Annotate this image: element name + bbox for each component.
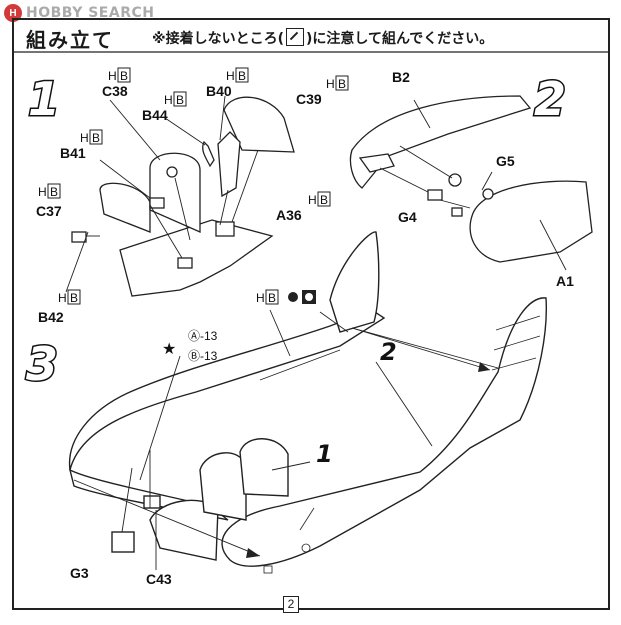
cockpit-floor-A36 <box>119 219 274 297</box>
svg-text:H: H <box>108 69 117 83</box>
svg-text:B: B <box>176 93 184 107</box>
svg-text:B: B <box>338 77 346 91</box>
label-B42: B42 <box>38 309 64 325</box>
step3-leader-lines <box>121 309 499 570</box>
svg-text:B: B <box>70 291 78 305</box>
hobby-search-watermark: H HOBBY SEARCH <box>4 3 154 23</box>
page-title: 組み立て <box>26 28 114 52</box>
fuselage-half-B2 <box>349 95 532 189</box>
ref-step-2: 2 <box>380 338 397 366</box>
header-bar: 組み立て ※接着しないところ( )に注意して組んでください。 <box>12 18 610 52</box>
assembly-arrows <box>73 327 491 558</box>
seat-armor-C37 <box>99 182 151 233</box>
seat-back-C38 <box>149 152 201 233</box>
seat-B40 <box>217 131 241 198</box>
fuselage-right-lower <box>221 297 547 567</box>
fuselage-assembly <box>68 231 547 567</box>
part-C43 <box>143 495 161 509</box>
fuselage-detail <box>358 153 395 173</box>
svg-text:B: B <box>50 185 58 199</box>
part-G4b <box>451 207 463 217</box>
seat-back-inner <box>199 452 247 521</box>
label-B41: B41 <box>60 145 86 161</box>
svg-text:H: H <box>58 291 67 305</box>
svg-text:B: B <box>238 69 246 83</box>
svg-text:H: H <box>80 131 89 145</box>
label-A1: A1 <box>556 273 574 289</box>
glue-note-suffix: )に注意して組んでください。 <box>306 31 494 47</box>
watermark-text: HOBBY SEARCH <box>26 5 155 21</box>
label-B2: B2 <box>392 69 410 85</box>
part-G4 <box>427 189 443 201</box>
part-G5-ring <box>482 188 494 200</box>
armor-inner <box>239 438 289 497</box>
label-B40: B40 <box>206 83 232 99</box>
star-icon: ★ <box>162 339 176 358</box>
tail-fin-left <box>329 231 380 333</box>
part-A36-mount <box>215 221 235 237</box>
nose-assembly <box>349 95 593 263</box>
label-C38: C38 <box>102 83 128 99</box>
label-G3: G3 <box>70 565 89 581</box>
paint-dots-icon <box>288 290 316 304</box>
label-G5: G5 <box>496 153 515 169</box>
step2-leader-lines <box>379 99 567 271</box>
svg-text:B: B <box>92 131 100 145</box>
hobby-search-logo-icon: H <box>4 4 22 22</box>
step3-panel-lines <box>259 311 541 574</box>
instruction-sheet <box>12 18 610 610</box>
svg-text:H: H <box>308 193 317 207</box>
glue-note-prefix: ※接着しないところ( <box>152 31 285 47</box>
glue-note: ※接着しないところ( )に注意して組んでください。 <box>152 28 493 48</box>
cockpit-floor-assembly <box>71 96 295 297</box>
step1-leader-lines <box>65 95 259 293</box>
no-glue-icon <box>286 28 305 46</box>
step-number-2: 2 <box>534 72 566 126</box>
part-B41 <box>149 197 165 209</box>
label-G4: G4 <box>398 209 417 225</box>
svg-text:H: H <box>256 291 265 305</box>
marker-b13: Ⓑ-13 <box>188 349 218 363</box>
svg-text:B: B <box>320 193 328 207</box>
svg-text:H: H <box>226 69 235 83</box>
svg-text:H: H <box>164 93 173 107</box>
marker-a13: Ⓐ-13 <box>188 329 218 343</box>
svg-text:H: H <box>38 185 47 199</box>
label-C39: C39 <box>296 91 322 107</box>
svg-text:B: B <box>268 291 276 305</box>
svg-text:B: B <box>120 69 128 83</box>
label-C43: C43 <box>146 571 172 587</box>
label-B44: B44 <box>142 107 168 123</box>
step-number-1: 1 <box>28 72 60 126</box>
part-G3 <box>111 531 135 553</box>
page-number: 2 <box>283 596 299 613</box>
control-stick-B44 <box>202 140 215 168</box>
label-A36: A36 <box>276 207 302 223</box>
svg-text:H: H <box>326 77 335 91</box>
seat-hole <box>166 166 178 178</box>
armor-plate-C39 <box>223 96 295 153</box>
part-B42 <box>71 231 87 243</box>
floor-fitting <box>177 257 193 269</box>
label-C37: C37 <box>36 203 62 219</box>
part-G5-light <box>448 173 462 187</box>
step-number-3: 3 <box>26 337 58 391</box>
fuselage-left-top <box>68 309 386 471</box>
cockpit-floor-inner <box>149 499 219 561</box>
ref-step-1: 1 <box>316 440 333 468</box>
